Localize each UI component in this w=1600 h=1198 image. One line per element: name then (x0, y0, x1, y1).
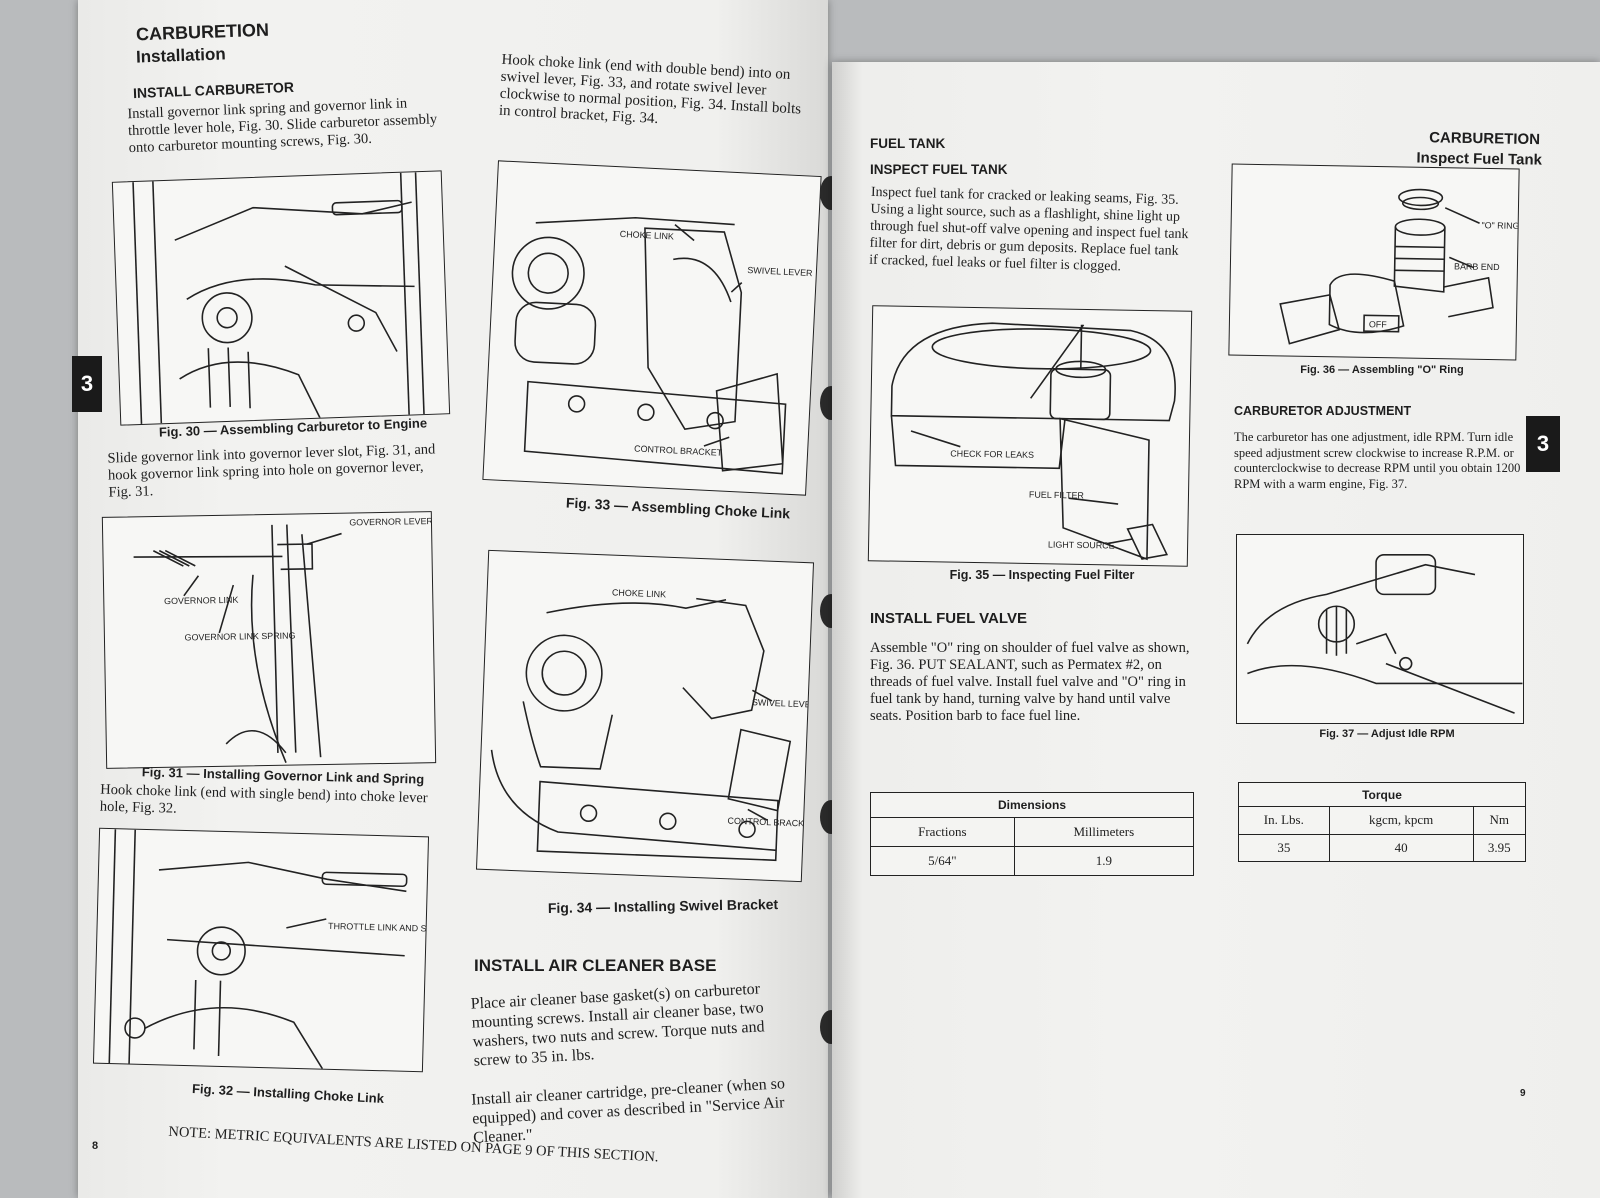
dimensions-header-millimeters: Millimeters (1013, 817, 1195, 848)
install-carburetor-heading: INSTALL CARBURETOR (132, 78, 295, 102)
dimensions-cell-mm: 1.9 (1013, 846, 1195, 876)
carburetor-adjustment-text: The carburetor has one adjustment, idle … (1234, 430, 1521, 491)
page-number: 9 (1520, 1088, 1526, 1099)
inspect-fuel-tank-heading: INSPECT FUEL TANK (870, 162, 1008, 177)
fig31-link-label: GOVERNOR LINK (164, 595, 238, 606)
fig34-control-label: CONTROL BRACKET (727, 816, 813, 829)
right-page: CARBURETION Inspect Fuel Tank FUEL TANK … (832, 62, 1600, 1198)
install-fuel-valve-heading: INSTALL FUEL VALVE (870, 610, 1027, 627)
fig32-throttle-label: THROTTLE LINK AND SPRING (328, 921, 428, 934)
section-tab: 3 (1526, 416, 1560, 472)
torque-cell-nm: 3.95 (1472, 833, 1527, 863)
install-carburetor-text: Install governor link spring and governo… (127, 95, 438, 157)
inspect-fuel-tank-text: Inspect fuel tank for cracked or leaking… (868, 184, 1189, 275)
fig31-spring-label: GOVERNOR LINK SPRING (185, 631, 296, 643)
fig34-swivel-label: SWIVEL LEVER (752, 697, 813, 710)
page-subtitle: Installation (135, 44, 227, 67)
page-number: 8 (92, 1140, 99, 1152)
install-fuel-valve-text: Assemble "O" ring on shoulder of fuel va… (870, 640, 1190, 724)
fig35-filter-label: FUEL FILTER (1029, 490, 1085, 501)
dimensions-title: Dimensions (870, 791, 1194, 819)
fig33-choke-label: CHOKE LINK (620, 229, 675, 242)
fig34-choke-label: CHOKE LINK (612, 587, 667, 599)
page-title: CARBURETION (1429, 129, 1541, 149)
torque-cell-inlbs: 35 (1238, 833, 1330, 863)
slide-governor-text: Slide governor link into governor lever … (107, 441, 436, 501)
fig32-caption: Fig. 32 — Installing Choke Link (191, 1080, 385, 1107)
install-air-cleaner-heading: INSTALL AIR CLEANER BASE (474, 956, 717, 975)
torque-table: Torque In. Lbs. kgcm, kpcm Nm 35 40 3.95 (1238, 781, 1527, 863)
hook-choke-double-text: Hook choke link (end with double bend) i… (498, 51, 802, 128)
fig35-check-label: CHECK FOR LEAKS (950, 448, 1034, 459)
fuel-tank-heading: FUEL TANK (870, 136, 946, 151)
fig36-oring-label: "O" RING (1481, 220, 1518, 231)
dimensions-table: Dimensions Fractions Millimeters 5/64" 1… (870, 791, 1195, 876)
fig36-illustration: "O" RING BARB END OFF (1228, 163, 1520, 361)
torque-header-kgcm: kgcm, kpcm (1328, 806, 1474, 835)
fig33-illustration: CHOKE LINK SWIVEL LEVER CONTROL BRACKET (482, 160, 822, 496)
section-tab: 3 (72, 356, 102, 412)
fig36-barb-label: BARB END (1454, 261, 1500, 272)
fig34-illustration: CHOKE LINK SWIVEL LEVER CONTROL BRACKET (475, 549, 815, 883)
fig36-caption: Fig. 36 — Assembling "O" Ring (1300, 364, 1464, 376)
dimensions-cell-fraction: 5/64" (870, 846, 1015, 876)
carburetor-adjustment-heading: CARBURETOR ADJUSTMENT (1234, 404, 1412, 418)
fig31-illustration: GOVERNOR LEVER SLOT GOVERNOR LINK GOVERN… (101, 511, 437, 769)
fig35-caption: Fig. 35 — Inspecting Fuel Filter (949, 568, 1135, 582)
fig30-illustration (111, 170, 451, 426)
fig34-caption: Fig. 34 — Installing Swivel Bracket (547, 895, 779, 917)
fig31-slot-label: GOVERNOR LEVER SLOT (349, 516, 435, 528)
torque-cell-kgcm: 40 (1328, 833, 1474, 863)
fig32-illustration: THROTTLE LINK AND SPRING (92, 827, 430, 1073)
dimensions-header-fractions: Fractions (870, 817, 1015, 848)
fig33-control-label: CONTROL BRACKET (634, 443, 723, 457)
torque-header-inlbs: In. Lbs. (1238, 806, 1330, 835)
hook-choke-text: Hook choke link (end with single bend) i… (99, 781, 428, 817)
fig35-illustration: CHECK FOR LEAKS FUEL FILTER LIGHT SOURCE (867, 305, 1193, 567)
fig33-caption: Fig. 33 — Assembling Choke Link (565, 494, 791, 522)
install-cartridge-text: Install air cleaner cartridge, pre-clean… (470, 1075, 786, 1147)
fig35-light-label: LIGHT SOURCE (1048, 539, 1115, 550)
install-air-cleaner-text: Place air cleaner base gasket(s) on carb… (470, 980, 765, 1070)
fig33-swivel-label: SWIVEL LEVER (747, 265, 813, 278)
left-page: CARBURETION Installation INSTALL CARBURE… (78, 0, 828, 1198)
fig37-illustration (1236, 534, 1524, 724)
torque-title: Torque (1238, 781, 1526, 808)
fig36-off-label: OFF (1369, 319, 1388, 329)
torque-header-nm: Nm (1472, 806, 1527, 835)
fig37-caption: Fig. 37 — Adjust Idle RPM (1319, 728, 1455, 740)
page-title: CARBURETION (135, 19, 270, 45)
